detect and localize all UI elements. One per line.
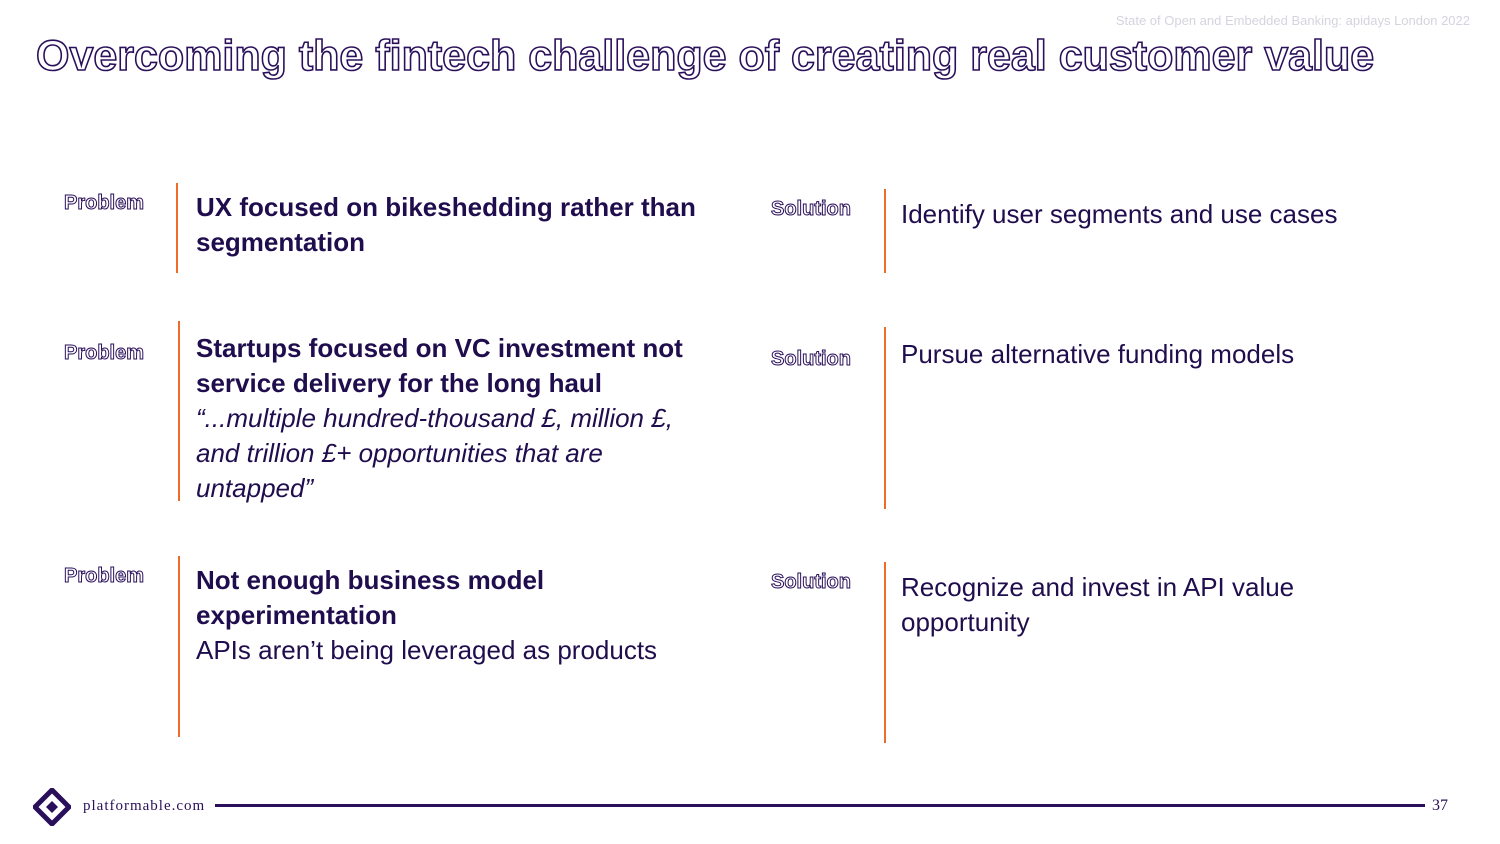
solution-divider — [884, 327, 886, 509]
solution-text-block: Identify user segments and use cases — [901, 197, 1421, 232]
solution-divider — [884, 189, 886, 273]
footer-brand: platformable.com — [83, 798, 206, 814]
solution-text-block: Recognize and invest in API value opport… — [901, 570, 1401, 640]
slide-title: Overcoming the fintech challenge of crea… — [35, 31, 1375, 81]
problem-quote: “...multiple hundred-thousand £, million… — [196, 403, 673, 503]
solution-statement: Recognize and invest in API value opport… — [901, 572, 1295, 637]
solution-label: Solution — [771, 348, 852, 371]
problem-label: Problem — [63, 565, 145, 588]
solution-divider — [884, 562, 886, 743]
platformable-diamond-logo-icon — [33, 788, 71, 826]
solution-statement: Pursue alternative funding models — [901, 339, 1295, 369]
problem-text-block: Not enough business model experimentatio… — [196, 563, 676, 668]
problem-text-block: Startups focused on VC investment not se… — [196, 331, 696, 506]
problem-divider — [176, 183, 178, 273]
presentation-caption: State of Open and Embedded Banking: apid… — [1115, 13, 1470, 28]
problem-statement: Startups focused on VC investment not se… — [196, 333, 683, 398]
problem-detail: APIs aren’t being leveraged as products — [196, 635, 658, 665]
footer-divider — [215, 804, 1425, 807]
problem-statement: UX focused on bikeshedding rather than s… — [196, 192, 696, 257]
page-number: 37 — [1432, 797, 1448, 814]
solution-statement: Identify user segments and use cases — [901, 199, 1338, 229]
problem-text-block: UX focused on bikeshedding rather than s… — [196, 190, 706, 260]
solution-label: Solution — [771, 198, 852, 221]
problem-divider — [178, 321, 180, 501]
problem-label: Problem — [63, 192, 145, 215]
problem-label: Problem — [63, 342, 145, 365]
problem-statement: Not enough business model experimentatio… — [196, 565, 545, 630]
solution-label: Solution — [771, 571, 852, 594]
problem-divider — [178, 556, 180, 737]
solution-text-block: Pursue alternative funding models — [901, 337, 1421, 372]
